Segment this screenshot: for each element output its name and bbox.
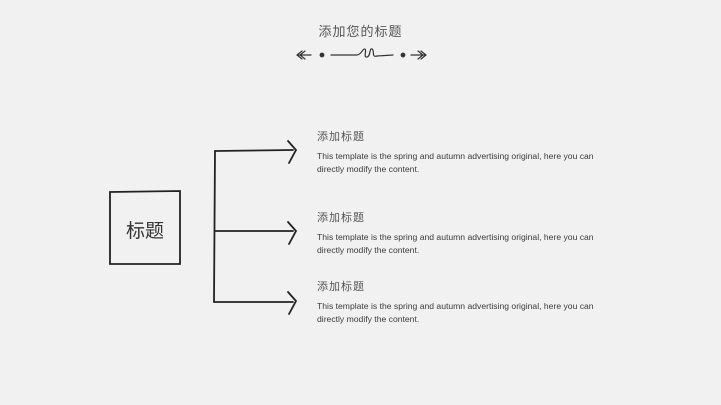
list-item: 添加标题 This template is the spring and aut… <box>317 128 617 176</box>
item-heading: 添加标题 <box>317 130 365 143</box>
branch-trunk <box>213 150 216 303</box>
center-box <box>109 190 181 265</box>
item-body: This template is the spring and autumn a… <box>317 301 594 324</box>
item-heading: 添加标题 <box>317 211 365 224</box>
center-label: 标题 <box>125 220 164 242</box>
branch-line-1 <box>214 149 294 152</box>
arrowhead-icon <box>287 140 298 164</box>
list-item: 添加标题 This template is the spring and aut… <box>317 278 617 326</box>
arrowhead-icon <box>287 221 298 245</box>
arrowhead-icon <box>287 291 298 315</box>
slide-title: 添加您的标题 <box>318 25 403 40</box>
left-arrow-icon <box>296 50 312 60</box>
item-heading: 添加标题 <box>317 280 365 293</box>
item-body: This template is the spring and autumn a… <box>317 232 594 255</box>
ornament-divider <box>296 48 427 60</box>
list-item: 添加标题 This template is the spring and aut… <box>317 209 617 257</box>
item-body: This template is the spring and autumn a… <box>317 151 594 174</box>
right-arrow-icon <box>410 50 427 60</box>
